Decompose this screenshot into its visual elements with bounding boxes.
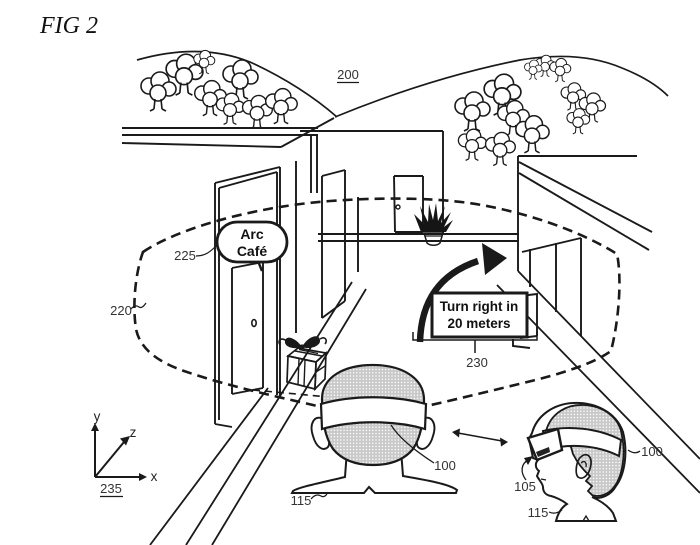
ref-fov-220: 220 xyxy=(110,303,132,318)
hmd-strap-side xyxy=(541,427,623,458)
ref-visor-105: 105 xyxy=(514,479,536,494)
axis-label-z: z xyxy=(130,425,137,440)
trees xyxy=(140,49,607,167)
fov-ellipse xyxy=(133,197,621,416)
sign-line-1: Turn right in xyxy=(440,299,518,314)
street-curbs xyxy=(149,270,700,545)
door-knob xyxy=(251,318,258,328)
back-wall xyxy=(300,130,519,242)
ref-scene-200: 200 xyxy=(337,67,359,82)
gift-box xyxy=(278,336,328,392)
figure-label: FIG 2 xyxy=(39,13,98,39)
axis-label-y: y xyxy=(94,409,101,424)
back-door-knob xyxy=(395,204,401,210)
direction-sign: Turn right in 20 meters 230 xyxy=(412,291,538,370)
user-side-view xyxy=(526,401,627,522)
storefront-door xyxy=(231,261,264,395)
correspondence-arrow xyxy=(452,428,508,447)
user-back-view xyxy=(290,363,459,494)
ref-axes-235: 235 xyxy=(100,481,122,496)
cafe-bubble: Arc Café xyxy=(215,220,289,272)
visor-lens xyxy=(536,447,550,457)
cafe-bubble-line-2: Café xyxy=(237,243,268,259)
ear-side xyxy=(575,453,592,479)
left-building xyxy=(121,117,359,428)
sign-bracket xyxy=(412,332,538,353)
hmd-strap xyxy=(319,396,428,431)
axis-label-x: x xyxy=(151,469,158,484)
sign-line-2: 20 meters xyxy=(447,316,510,331)
gift-bow xyxy=(278,336,327,350)
ref-user-115-side: 115 xyxy=(528,505,549,520)
potted-plant xyxy=(414,203,453,246)
ref-user-115-back: 115 xyxy=(291,493,312,508)
reference-labels: 200 220 225 100 115 100 105 115 xyxy=(110,67,663,520)
cafe-bubble-line-1: Arc xyxy=(240,226,264,242)
ref-hmd-100-side: 100 xyxy=(641,444,663,459)
y-axis-arrowhead xyxy=(91,423,99,431)
ref-hmd-100-back: 100 xyxy=(434,458,456,473)
z-axis-arrowhead xyxy=(120,436,130,446)
coordinate-axes: x y z 235 xyxy=(91,409,158,498)
ref-sign-230: 230 xyxy=(466,355,488,370)
x-axis-arrowhead xyxy=(139,473,147,481)
shoulders xyxy=(290,449,459,494)
back-door xyxy=(393,175,424,233)
ref-cafe-225: 225 xyxy=(174,248,196,263)
visor-pointer-arrowhead xyxy=(524,456,533,465)
right-building xyxy=(512,155,653,349)
